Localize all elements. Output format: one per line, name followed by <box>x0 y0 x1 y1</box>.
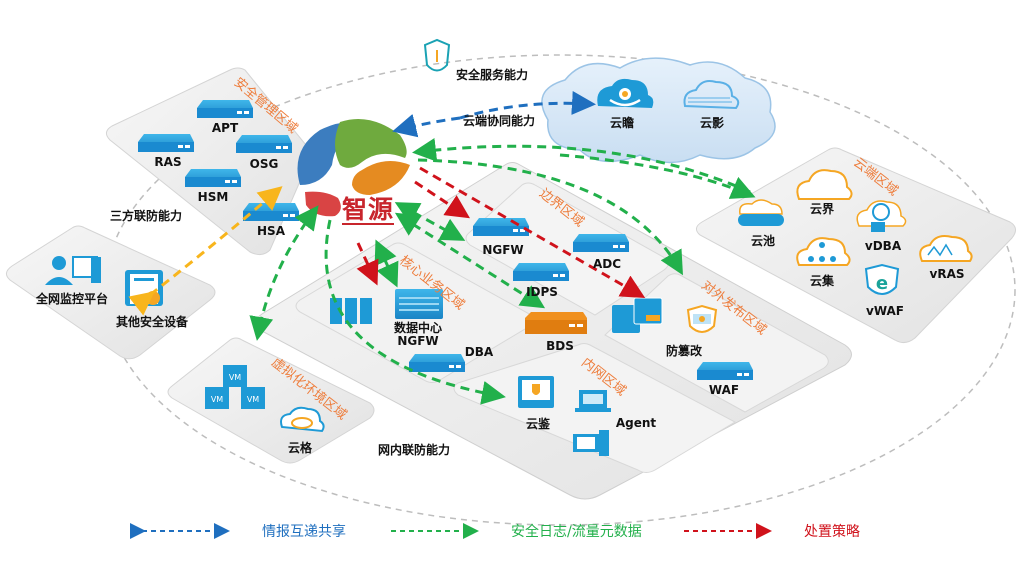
osg-label: OSG <box>249 157 279 171</box>
yunjian-icon <box>518 376 554 408</box>
waf-device-icon <box>697 362 753 380</box>
cloud-service-cloud <box>541 57 776 164</box>
monitor-platform-icon <box>45 256 101 285</box>
log-flow-intranet <box>324 219 506 405</box>
waf-label: WAF <box>708 383 740 397</box>
vm-label: VM <box>211 395 223 404</box>
hsa-label: HSA <box>257 224 285 238</box>
yunzhan-label: 云瞻 <box>609 116 635 130</box>
laptop-agent-icon <box>575 390 611 412</box>
server-rack-icon <box>330 298 372 324</box>
vm-label: VM <box>247 395 259 404</box>
vwaf-shield-icon: e <box>864 263 900 295</box>
shield-service-icon <box>423 38 451 72</box>
yunge-cloud-eye-icon <box>280 406 325 433</box>
legend-policy-label: 处置策略 <box>804 524 860 540</box>
intel-flow-line-back <box>392 113 461 138</box>
vras-label: vRAS <box>929 267 965 281</box>
zhiyuan-logo-icon <box>297 118 410 217</box>
web-server-icon <box>612 297 663 333</box>
legend-log-label: 安全日志/流量元数据 <box>511 524 642 540</box>
vdba-cloud-icon <box>856 200 907 232</box>
hsm-label: HSM <box>197 190 229 204</box>
monitor-platform-label: 全网监控平台 <box>35 292 109 306</box>
tamper-proof-label: 防篡改 <box>665 344 703 358</box>
policy-flow-core <box>356 242 379 286</box>
dba-device-icon <box>409 354 465 372</box>
yunji-label: 云集 <box>809 274 835 288</box>
ras-device-icon <box>138 134 194 152</box>
desktop-agent-icon <box>573 430 609 456</box>
bds-label: BDS <box>546 339 574 353</box>
idps-device-icon <box>513 263 569 281</box>
vras-cloud-icon <box>919 235 973 262</box>
yunjie-cloud-icon <box>796 169 853 200</box>
ras-label: RAS <box>154 155 182 169</box>
intranet-defense-label: 网内联防能力 <box>378 443 451 457</box>
dba-label: DBA <box>464 345 494 359</box>
log-flow-cloud-out <box>559 153 756 199</box>
intel-flow-line <box>459 90 596 120</box>
apt-label: APT <box>211 121 239 135</box>
other-security-device-label: 其他安全设备 <box>115 315 189 329</box>
third-party-flow <box>128 186 283 316</box>
log-flow-core <box>374 239 399 288</box>
security-service-label: 安全服务能力 <box>456 68 529 82</box>
svg-text:e: e <box>876 273 888 294</box>
yunjian-label: 云鉴 <box>525 417 551 431</box>
hsa-device-icon <box>243 203 299 221</box>
third-party-label: 三方联防能力 <box>110 209 183 223</box>
yunchi-label: 云池 <box>750 234 776 248</box>
vm-cluster-icon: VM VM VM <box>205 365 265 409</box>
datacenter-ngfw-label: 数据中心 NGFW <box>393 321 443 349</box>
adc-device-icon <box>573 234 629 252</box>
yunying-label: 云影 <box>699 116 725 130</box>
vdba-label: vDBA <box>864 239 902 253</box>
apt-device-icon <box>197 100 253 118</box>
cloud-collab-label: 云端协同能力 <box>463 114 536 128</box>
hsm-device-icon <box>185 169 241 187</box>
legend-intel-label: 情报互递共享 <box>262 524 346 540</box>
yunji-cloud-icon <box>796 237 851 266</box>
cloud-end-platform <box>696 147 1016 344</box>
log-flow-bds <box>394 212 546 309</box>
bds-device-icon <box>525 312 587 334</box>
brand-title: 智源 <box>342 195 395 226</box>
yunying-icon <box>683 80 740 110</box>
log-flow-publish <box>417 158 683 276</box>
osg-device-icon <box>236 135 292 153</box>
log-flow-virtual <box>249 205 319 341</box>
idps-label: IDPS <box>526 285 558 299</box>
policy-flow-ngfw <box>414 180 471 219</box>
ngfw-border-device-icon <box>473 218 529 236</box>
policy-flow-publish <box>419 166 646 298</box>
yunzhan-icon <box>597 78 654 108</box>
adc-label: ADC <box>592 257 622 271</box>
vm-label: VM <box>229 373 241 382</box>
yunjie-label: 云界 <box>809 202 835 216</box>
tamper-proof-shield-icon <box>686 304 718 333</box>
flow-lines <box>128 90 756 405</box>
vwaf-label: vWAF <box>865 304 905 318</box>
agent-label: Agent <box>615 416 657 430</box>
ngfw-border-label: NGFW <box>482 243 524 257</box>
other-security-device-icon <box>125 270 163 306</box>
yunchi-pool-icon <box>738 199 784 226</box>
log-flow-cloud <box>412 138 751 194</box>
yunge-label: 云格 <box>287 441 313 455</box>
